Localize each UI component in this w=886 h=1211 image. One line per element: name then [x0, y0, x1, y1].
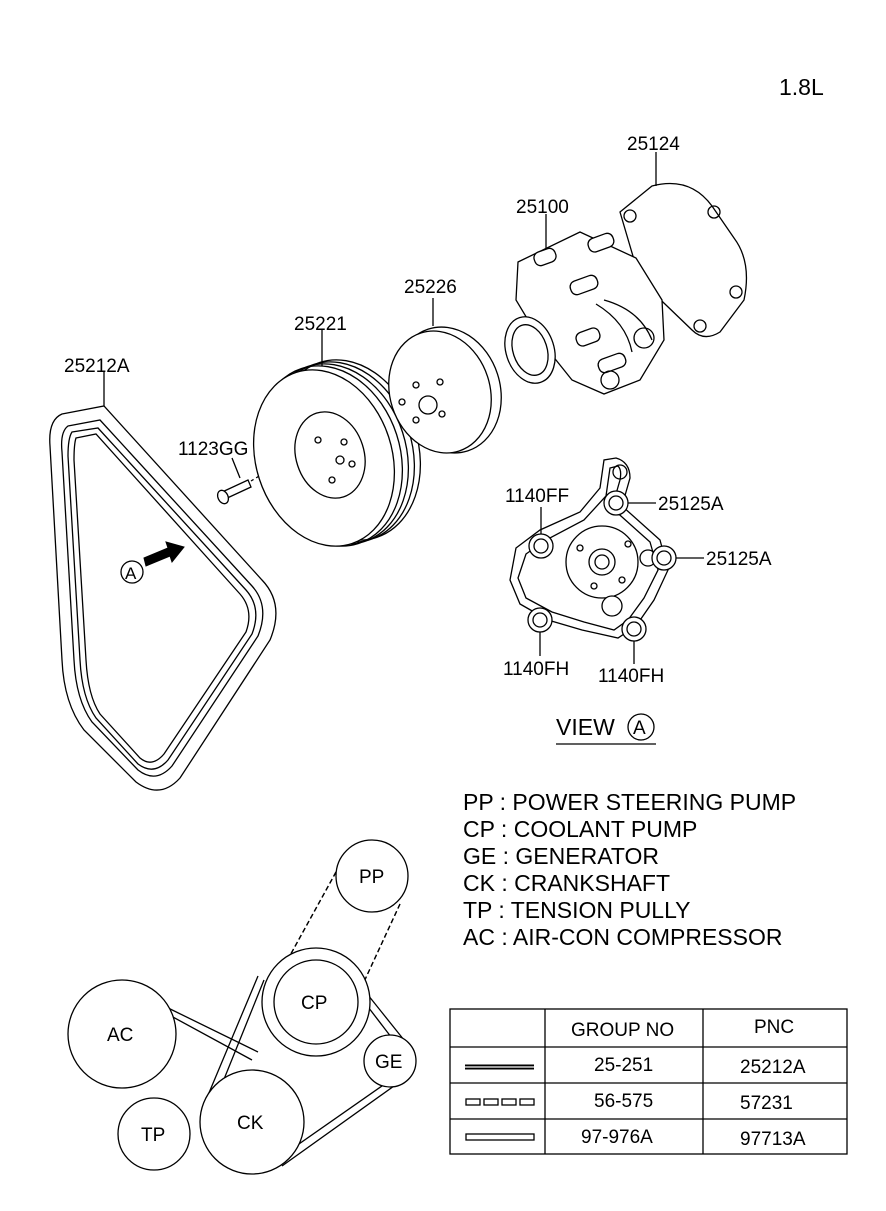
- leader-bolt: [231, 457, 241, 479]
- table-cell-group: 97-976A: [581, 1127, 653, 1148]
- label-fh-left: 1140FH: [503, 659, 569, 680]
- bolt-ring-fh-right: [621, 616, 647, 642]
- view-arrow: A: [120, 541, 185, 584]
- pulley-ac: AC: [67, 979, 177, 1089]
- pulley-ge-label: GE: [375, 1052, 402, 1073]
- table-cell-pnc: 25212A: [740, 1057, 806, 1078]
- table-cell-pnc: 97713A: [740, 1129, 806, 1150]
- label-seal-right: 25125A: [706, 549, 772, 570]
- legend-item: CK : CRANKSHAFT: [463, 870, 670, 896]
- view-caption: VIEW A: [556, 713, 656, 745]
- legend-item: PP : POWER STEERING PUMP: [463, 789, 796, 815]
- water-pump: [504, 231, 665, 395]
- line-swatch-dashed: [465, 1098, 535, 1106]
- parts-table: GROUP NO PNC 25-251 25212A 56-575 57231 …: [449, 1008, 848, 1155]
- label-ff: 1140FF: [505, 486, 569, 507]
- view-caption-marker: A: [633, 718, 646, 739]
- legend-item: TP : TENSION PULLY: [463, 897, 691, 923]
- table-cell-group: 56-575: [594, 1091, 653, 1112]
- pulley-tp-label: TP: [141, 1125, 165, 1146]
- legend: PP : POWER STEERING PUMP CP : COOLANT PU…: [463, 789, 796, 950]
- view-arrow-marker: A: [125, 564, 137, 583]
- pulley-ge: GE: [363, 1034, 417, 1088]
- pulley-ck: CK: [199, 1069, 305, 1175]
- label-seal-top: 25125A: [658, 494, 724, 515]
- seal-ring-right: [651, 545, 677, 571]
- crank-pulley: [252, 359, 422, 547]
- pulley-pp: PP: [335, 839, 409, 913]
- label-crank-pulley: 25221: [294, 314, 347, 335]
- pulley-cp-label: CP: [301, 993, 327, 1014]
- table-header-pnc: PNC: [754, 1017, 794, 1038]
- legend-item: AC : AIR-CON COMPRESSOR: [463, 924, 782, 950]
- pulley-tp: TP: [117, 1097, 191, 1171]
- label-fh-right: 1140FH: [598, 666, 664, 687]
- pump-pulley: [388, 326, 502, 454]
- pulley-ac-label: AC: [107, 1025, 133, 1046]
- pulley-ck-label: CK: [237, 1113, 264, 1134]
- table-cell-pnc: 57231: [740, 1093, 793, 1114]
- bolt-ring-fh-left: [527, 607, 553, 633]
- label-water-pump: 25100: [516, 197, 569, 218]
- table-header-group: GROUP NO: [571, 1020, 674, 1041]
- pulley-pp-label: PP: [359, 867, 384, 888]
- label-belt: 25212A: [64, 356, 130, 377]
- view-caption-text: VIEW: [556, 714, 615, 740]
- bolt-ring-ff: [528, 533, 554, 559]
- seal-ring-top: [603, 490, 629, 516]
- pulley-cp: CP: [261, 947, 371, 1057]
- legend-item: CP : COOLANT PUMP: [463, 816, 697, 842]
- gasket: [619, 182, 748, 338]
- table-cell-group: 25-251: [594, 1055, 653, 1076]
- engine-label: 1.8L: [779, 74, 824, 100]
- label-pump-pulley: 25226: [404, 277, 457, 298]
- label-gasket: 25124: [627, 134, 680, 155]
- line-swatch-hollow: [465, 1133, 535, 1141]
- legend-item: GE : GENERATOR: [463, 843, 659, 869]
- view-a-detail: [509, 457, 669, 639]
- label-bolt: 1123GG: [178, 439, 248, 460]
- drive-belt: [49, 405, 277, 791]
